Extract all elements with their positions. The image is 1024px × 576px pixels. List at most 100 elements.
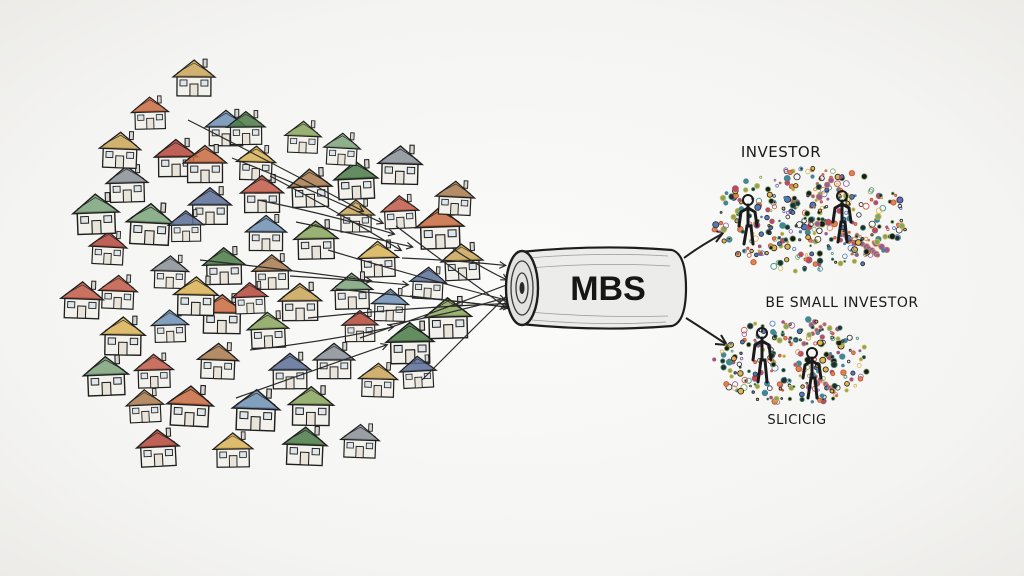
house-icon xyxy=(81,354,131,397)
investor-dot xyxy=(719,349,724,354)
investor-dot xyxy=(826,225,833,232)
house-icon xyxy=(149,308,191,344)
investor-dot xyxy=(795,349,801,355)
house-icon xyxy=(104,164,150,204)
investor-dot xyxy=(773,178,777,182)
investor-dot xyxy=(858,202,864,207)
investor-dot xyxy=(851,207,856,212)
investor-dot xyxy=(815,183,823,191)
investor-dot xyxy=(834,260,838,264)
investor-dot xyxy=(792,246,797,251)
investor-dot xyxy=(757,244,762,249)
investor-dot xyxy=(858,234,862,238)
house-icon xyxy=(58,280,106,320)
investor-dot xyxy=(862,202,870,210)
house-icon xyxy=(281,425,329,467)
investor-dot xyxy=(826,197,830,201)
house-icon xyxy=(195,342,241,380)
investor-dot xyxy=(771,236,777,241)
investor-dot xyxy=(856,362,862,368)
investor-dot xyxy=(814,198,818,202)
investor-dot xyxy=(816,250,823,257)
flow-arrow xyxy=(327,249,507,302)
house-icon xyxy=(230,280,270,315)
house-icon xyxy=(369,287,411,323)
investor-dot xyxy=(831,331,835,336)
investor-dot xyxy=(767,230,772,235)
investor-dot xyxy=(868,220,876,228)
investor-dot xyxy=(787,169,793,176)
investor-dot xyxy=(798,238,802,242)
investor-dot xyxy=(720,352,727,358)
investor-dot xyxy=(863,236,869,241)
investor-dot xyxy=(741,376,748,384)
house-icon xyxy=(171,275,221,317)
investor-dot xyxy=(764,214,770,221)
house-icon xyxy=(276,281,324,322)
investor-dot xyxy=(879,204,886,212)
investor-dot xyxy=(818,208,823,213)
house-icon xyxy=(245,310,291,350)
investor-dot xyxy=(780,231,785,236)
house-icon xyxy=(238,173,286,214)
investor-dot xyxy=(769,395,773,400)
investor-dot xyxy=(783,195,787,200)
investor-dot xyxy=(843,242,847,246)
investor-dot xyxy=(817,397,823,403)
investor-dot xyxy=(784,224,791,231)
investor-dot xyxy=(842,180,850,187)
investor-dot xyxy=(871,227,879,234)
investor-dot xyxy=(890,219,895,224)
investor-dot xyxy=(815,193,823,201)
investor-dot xyxy=(793,362,798,368)
investor-dot xyxy=(739,351,743,355)
house-icon xyxy=(134,427,182,468)
house-icon xyxy=(129,95,171,130)
investor-dot xyxy=(778,386,783,391)
investor-dot xyxy=(792,385,796,389)
investor-dot xyxy=(826,244,830,248)
investor-dot xyxy=(816,227,823,234)
investor-dot xyxy=(819,356,827,364)
investor-dot xyxy=(741,331,747,337)
investor-dot xyxy=(847,359,851,364)
house-icon xyxy=(414,205,466,250)
investor-dot xyxy=(829,354,835,360)
investor-dot xyxy=(830,257,835,261)
investor-dot xyxy=(840,369,847,376)
investor-dot xyxy=(850,370,856,376)
investor-dot xyxy=(778,219,781,223)
investor-dot xyxy=(749,248,754,254)
investor-dot xyxy=(839,353,846,360)
investor-dot xyxy=(794,338,797,342)
investor-dot xyxy=(745,377,752,384)
investor-dot xyxy=(770,369,773,373)
cylinder-shading xyxy=(527,254,671,324)
investor-dot xyxy=(861,173,868,180)
investor-dot xyxy=(844,380,850,387)
small-investor-dot-cluster xyxy=(712,316,870,405)
investor-dot xyxy=(822,366,829,373)
investor-dot xyxy=(882,233,889,240)
investor-dot xyxy=(813,187,817,192)
investor-dot xyxy=(857,376,864,382)
investor-dot xyxy=(798,251,804,258)
investor-dot xyxy=(767,224,771,228)
flow-arrows xyxy=(187,119,514,399)
house-icon xyxy=(200,245,248,286)
investor-dot xyxy=(805,316,812,323)
investor-dot xyxy=(818,324,823,330)
investor-dot xyxy=(788,229,793,234)
investor-dot xyxy=(736,361,742,367)
house-icon xyxy=(433,180,477,217)
investor-dot xyxy=(824,181,831,188)
investor-dot xyxy=(765,207,771,213)
investor-dot xyxy=(824,231,828,236)
small-investor-figure-1 xyxy=(751,327,773,384)
investor-dot xyxy=(868,187,875,193)
slicing-label: SLICICIG xyxy=(767,413,826,428)
house-icon xyxy=(225,110,267,146)
investor-dot xyxy=(809,244,812,248)
investor-dot xyxy=(819,334,825,340)
mbs-cylinder: MBS xyxy=(504,246,688,330)
